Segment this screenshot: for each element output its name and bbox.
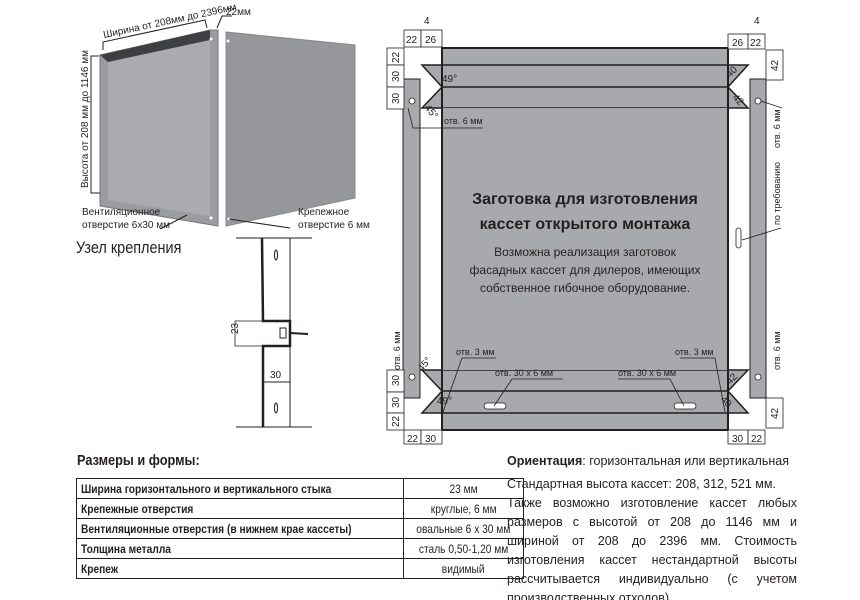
row-value: круглые, 6 мм bbox=[403, 498, 524, 519]
row-key-text: Крепежные отверстия bbox=[81, 501, 194, 516]
blank-desc-2: фасадных кассет для дилеров, имеющих bbox=[470, 263, 701, 277]
table-row: Крепеж видимый bbox=[75, 558, 524, 579]
row-key: Крепежные отверстия bbox=[75, 498, 405, 519]
dim-label: 22 bbox=[406, 35, 418, 46]
fix-label-2: отверстие 6 мм bbox=[298, 220, 370, 231]
node-30-dim: 30 bbox=[270, 370, 282, 381]
dim-label: 30 bbox=[391, 374, 402, 386]
dim-label: 22 bbox=[751, 434, 763, 445]
hole-label: отв. 3 мм bbox=[456, 347, 495, 357]
blank-desc-1: Возможна реализация заготовок bbox=[494, 245, 676, 259]
left-flap bbox=[402, 78, 421, 399]
right-flap bbox=[749, 78, 767, 399]
dim-label: 30 bbox=[732, 434, 744, 445]
on-request-label: по требованию bbox=[772, 162, 782, 225]
node-gap-dim: 23 bbox=[230, 322, 241, 334]
cassette-top-flange bbox=[100, 30, 210, 62]
hole-label: отв. 6 мм bbox=[772, 109, 782, 148]
angle-label: 49° bbox=[442, 74, 457, 85]
blank-title-2: кассет открытого монтажа bbox=[480, 216, 691, 233]
dim-label: 30 bbox=[391, 396, 402, 408]
hole-label: отв. 3 мм bbox=[675, 347, 714, 357]
info-body: Также возможно изготовление кассет любых… bbox=[507, 496, 797, 600]
row-value: овальные 6 х 30 мм bbox=[403, 518, 524, 539]
orientation-value: : горизонтальная или вертикальная bbox=[582, 454, 789, 468]
table-row: Крепежные отверстия круглые, 6 мм bbox=[75, 498, 524, 519]
vent-label-2: отверстие 6х30 мм bbox=[82, 220, 170, 231]
dim-label: 30 bbox=[425, 434, 437, 445]
dim-label: 22 bbox=[391, 51, 402, 63]
slot-label: отв. 30 х 6 мм bbox=[618, 368, 676, 378]
dim-label: 30 bbox=[391, 92, 402, 104]
height-label: Высота от 208 мм до 1146 мм bbox=[80, 50, 91, 188]
row-key-text: Толщина металла bbox=[81, 541, 171, 556]
orientation-line: Ориентация: горизонтальная или вертикаль… bbox=[507, 452, 797, 471]
vent-label-1: Вентиляционное bbox=[82, 207, 161, 218]
cassette-back bbox=[225, 31, 356, 227]
dim-label: 22 bbox=[750, 38, 762, 49]
row-key-text: Вентиляционные отверстия (в нижнем крае … bbox=[81, 521, 352, 536]
blank-desc-3: собственное гибочное оборудование. bbox=[480, 281, 690, 295]
row-value-text: сталь 0,50-1,20 мм bbox=[418, 541, 509, 556]
row-value-text: 23 мм bbox=[449, 481, 478, 496]
row-value: 23 мм bbox=[403, 478, 524, 499]
dim-label: 42 bbox=[770, 59, 781, 71]
row-key: Ширина горизонтального и вертикального с… bbox=[75, 478, 405, 499]
row-key: Крепеж bbox=[75, 558, 405, 579]
dim-label: 26 bbox=[732, 38, 744, 49]
standard-heights: Стандартная высота кассет: 208, 312, 521… bbox=[507, 477, 776, 491]
row-key-text: Крепеж bbox=[81, 561, 119, 576]
blank-title-1: Заготовка для изготовления bbox=[472, 191, 698, 208]
table-row: Толщина металла сталь 0,50-1,20 мм bbox=[75, 538, 524, 559]
orientation-label: Ориентация bbox=[507, 454, 583, 468]
dim-label: 4 bbox=[424, 16, 430, 27]
sizes-table: Ширина горизонтального и вертикального с… bbox=[75, 478, 524, 579]
cassette-illustration: Ширина от 208мм до 2396мм 22мм Высота от… bbox=[80, 2, 370, 231]
cassette-inner bbox=[108, 40, 210, 216]
row-key: Вентиляционные отверстия (в нижнем крае … bbox=[75, 518, 405, 539]
node-title: Узел крепления bbox=[76, 238, 182, 257]
row-value: видимый bbox=[403, 558, 524, 579]
dim-label: 4 bbox=[754, 16, 760, 27]
dim-label: 26 bbox=[425, 35, 437, 46]
dim-label: 30 bbox=[391, 70, 402, 82]
angle-label: 49° bbox=[437, 396, 452, 407]
dim-label: 22 bbox=[407, 434, 419, 445]
hole-label: отв. 6 мм bbox=[444, 116, 483, 126]
fix-label-1: Крепежное bbox=[298, 207, 350, 218]
sizes-title: Размеры и формы: bbox=[77, 452, 200, 469]
node-drawing: 23 30 bbox=[230, 237, 312, 428]
row-value-text: круглые, 6 мм bbox=[430, 501, 497, 516]
row-value-text: видимый bbox=[442, 561, 485, 576]
blank-drawing: 4 22 26 26 22 4 22 30 30 42 30 30 22 42 … bbox=[386, 16, 784, 445]
hole-label: отв. 6 мм bbox=[392, 331, 402, 370]
flange-label: 22мм bbox=[226, 7, 251, 18]
row-key: Толщина металла bbox=[75, 538, 405, 559]
dim-label: 22 bbox=[391, 415, 402, 427]
row-key-text: Ширина горизонтального и вертикального с… bbox=[81, 481, 332, 496]
info-block: Ориентация: горизонтальная или вертикаль… bbox=[507, 452, 797, 600]
row-value-text: овальные 6 х 30 мм bbox=[416, 521, 511, 536]
table-row: Вентиляционные отверстия (в нижнем крае … bbox=[75, 518, 524, 539]
row-value: сталь 0,50-1,20 мм bbox=[403, 538, 524, 559]
hole-label: отв. 6 мм bbox=[772, 331, 782, 370]
dim-label: 42 bbox=[770, 407, 781, 419]
table-row: Ширина горизонтального и вертикального с… bbox=[75, 478, 524, 499]
slot-label: отв. 30 х 6 мм bbox=[495, 368, 553, 378]
